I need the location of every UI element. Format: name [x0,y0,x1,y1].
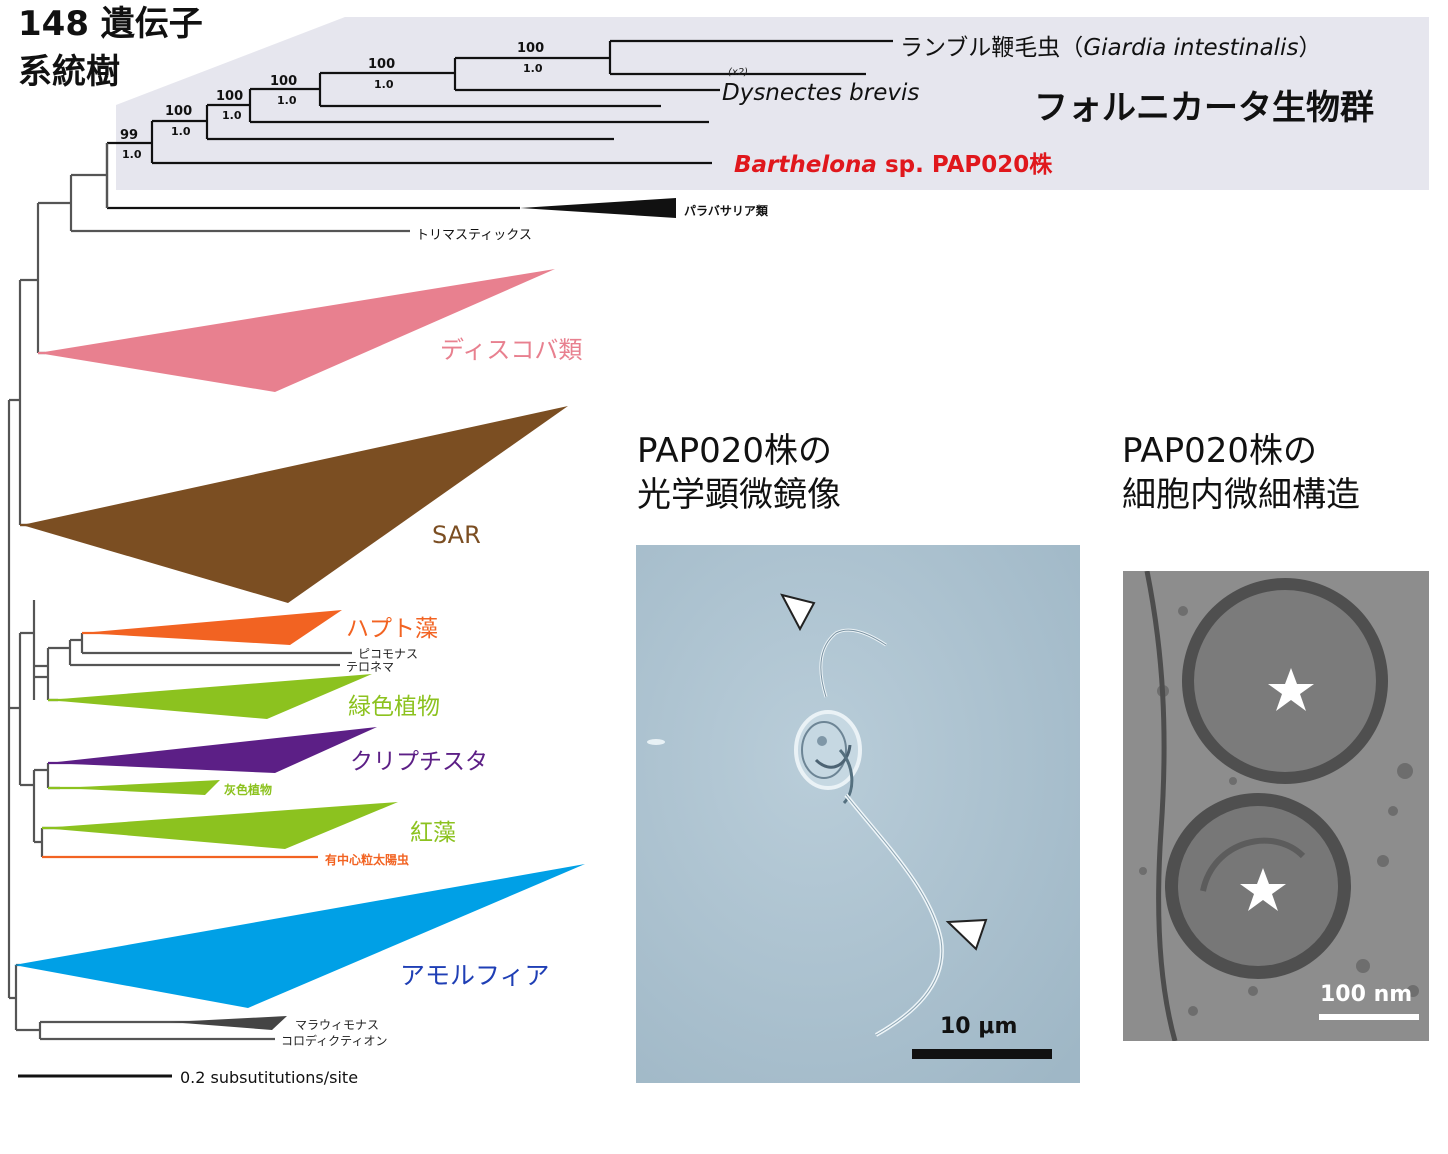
taxon-telonema: テロネマ [346,660,395,674]
micrograph-title-line1: PAP020株の [637,431,832,471]
taxon-centrohelid: 有中心粒太陽虫 [325,853,410,867]
taxon-red-algae: 紅藻 [410,820,456,846]
taxon-trimastix: トリマスティックス [416,228,532,243]
tree-title-line2: 系統樹 [18,52,120,92]
tree-title-line1: 148 遺伝子 [18,4,203,44]
tree-scale-label: 0.2 subsutitutions/site [180,1068,359,1087]
support-bootstrap: 100 [270,74,298,89]
cell-body [794,710,862,790]
tem-title-line2: 細胞内微細構造 [1122,475,1360,515]
support-posterior: 1.0 [171,125,191,138]
star-marker [1268,668,1314,711]
micrograph-background [636,545,1080,1083]
tem-scale-bar [1319,1014,1419,1020]
green-plants-wedge [48,674,372,719]
micrograph-title-line2: 光学顕微鏡像 [637,475,841,515]
fornicata-background [116,17,1429,190]
taxon-dysnectes: Dysnectes brevis [722,80,920,106]
red-algae-wedge [42,802,398,849]
haptophyta-wedge [82,610,342,645]
backbone-branches [7,143,410,1041]
cell-membrane [1144,571,1178,1041]
support-posterior: 1.0 [277,94,297,107]
taxon-giardia-jp: ランブル鞭毛虫（ [900,35,1084,61]
taxon-glaucophyta: 灰色植物 [224,783,273,797]
fornicata-branches [105,39,893,210]
taxon-giardia-close: ） [1298,35,1322,61]
taxon-haptophyta: ハプト藻 [346,616,438,642]
arrowhead-bottom [945,918,988,951]
taxon-sar: SAR [432,521,481,549]
amorphea-wedge [14,864,585,1008]
taxon-barthelona-genus: Barthelona [734,152,877,178]
fornicata-label: フォルニカータ生物群 [1034,88,1374,128]
support-bootstrap: 100 [517,41,545,56]
taxon-picomonas: ピコモナス [358,647,419,661]
support-bootstrap: 100 [368,57,396,72]
support-posterior: 1.0 [122,148,142,161]
cryptista-wedge [48,727,377,773]
taxon-giardia-sci: Giardia intestinalis [1083,35,1299,61]
taxon-malawimonas: マラウィモナス [295,1018,380,1032]
tem-micrograph [1123,571,1429,1041]
sar-wedge [22,406,568,603]
support-bootstrap: 100 [216,89,244,104]
tem-title-line1: PAP020株の [1122,431,1317,471]
taxon-parabasalia: パラバサリア類 [684,204,768,218]
malawimonas-wedge [170,1016,287,1030]
taxon-cryptista: クリプチスタ [350,749,488,775]
micrograph-scale-label: 10 μm [940,1014,1018,1039]
support-posterior: 1.0 [222,109,242,122]
glaucophyta-wedge [60,780,220,795]
taxon-barthelona: Barthelona sp. PAP020株 [734,145,1052,179]
taxon-amorphea: アモルフィア [400,961,550,990]
taxon-green-plants: 緑色植物 [348,694,440,720]
taxon-barthelona-strain: sp. PAP020株 [876,152,1053,178]
parabasalia-wedge [520,198,676,218]
taxon-collodictyon: コロディクティオン [281,1034,388,1048]
support-bootstrap: 100 [165,104,193,119]
tem-scale-label: 100 nm [1320,982,1413,1007]
support-bootstrap: 99 [120,128,139,143]
arrowhead-top [780,593,816,632]
taxon-x2-note: (x2) [728,67,749,78]
micrograph-scale-bar [912,1049,1052,1059]
light-micrograph [636,545,1080,1083]
discoba-wedge [38,269,555,392]
support-posterior: 1.0 [523,62,543,75]
taxon-giardia: ランブル鞭毛虫（Giardia intestinalis） [900,28,1321,62]
star-marker [1240,868,1286,911]
support-posterior: 1.0 [374,78,394,91]
taxon-discoba: ディスコバ類 [440,336,583,364]
